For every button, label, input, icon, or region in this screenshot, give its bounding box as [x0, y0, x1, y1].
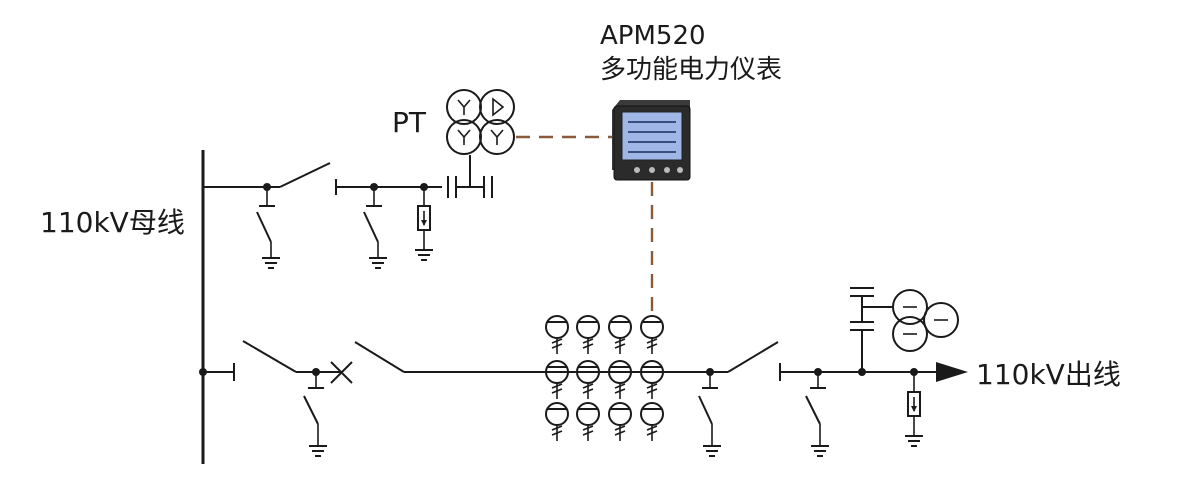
coupling-capacitor-icon	[850, 287, 893, 372]
meter-name-label: 多功能电力仪表	[600, 55, 782, 85]
disconnect-switch-bus-side	[242, 340, 297, 373]
ground-icon	[702, 445, 722, 457]
earthing-switch-2	[363, 187, 388, 269]
circuit-breaker-icon	[330, 361, 353, 384]
ct-icon	[576, 315, 600, 355]
voltage-transformer-outgoing-icon	[892, 289, 959, 352]
lightning-arrester-upper	[414, 187, 434, 261]
pt-feeder	[203, 155, 493, 269]
outgoing-arrow-icon	[936, 362, 968, 382]
disconnect-switch-line-side	[354, 341, 405, 373]
earthing-switch-5	[805, 372, 830, 457]
ct-icon	[545, 402, 569, 442]
ground-icon	[810, 445, 830, 457]
ground-icon	[308, 445, 328, 457]
ct-icon	[640, 315, 664, 355]
ct-icon	[608, 402, 632, 442]
ct-icon	[545, 360, 569, 400]
ground-icon	[261, 257, 281, 269]
earthing-switch-1	[256, 187, 281, 269]
ct-icon	[640, 360, 664, 400]
ground-icon	[904, 435, 924, 447]
outgoing-label: 110kV出线	[976, 358, 1121, 391]
ct-icon	[576, 360, 600, 400]
earthing-switch-4	[698, 372, 722, 457]
ground-icon	[368, 257, 388, 269]
ct-icon	[608, 315, 632, 355]
meter-model-label: APM520	[600, 21, 706, 51]
voltage-transformer-icon	[446, 89, 515, 155]
disconnect-switch-upper	[279, 162, 331, 188]
ct-icon	[576, 402, 600, 442]
current-transformer-array	[545, 315, 664, 442]
power-meter-icon	[612, 100, 691, 181]
lightning-arrester-lower	[904, 372, 924, 447]
main-feeder	[199, 287, 968, 457]
ct-icon	[608, 360, 632, 400]
ground-icon	[414, 249, 434, 261]
disconnect-switch-outgoing	[727, 341, 779, 373]
ct-icon	[545, 315, 569, 355]
earthing-switch-3	[303, 372, 328, 457]
ct-icon	[640, 402, 664, 442]
busbar-label: 110kV母线	[40, 206, 185, 239]
pt-label: PT	[392, 106, 427, 139]
